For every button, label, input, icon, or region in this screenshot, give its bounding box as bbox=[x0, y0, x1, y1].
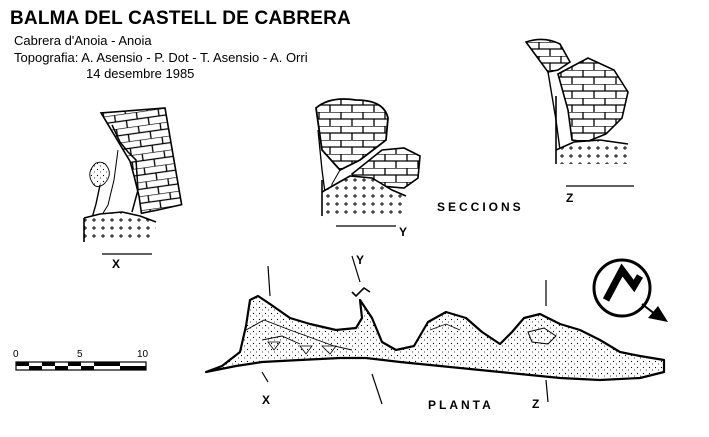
section-z-label: Z bbox=[566, 191, 574, 205]
section-z bbox=[524, 38, 634, 187]
scale-tick-0: 0 bbox=[13, 349, 19, 360]
sections-label: SECCIONS bbox=[437, 200, 524, 214]
section-y-label: Y bbox=[399, 225, 408, 239]
scale-tick-10: 10 bbox=[137, 349, 149, 360]
plan-z-label: Z bbox=[532, 397, 540, 411]
page-title: BALMA DEL CASTELL DE CABRERA bbox=[10, 8, 351, 29]
north-arrow-icon bbox=[592, 258, 668, 322]
plan-label: PLANTA bbox=[428, 398, 494, 412]
plan-y-label: Y bbox=[356, 253, 365, 267]
survey-date: 14 desembre 1985 bbox=[86, 66, 195, 81]
plan-view bbox=[204, 255, 666, 405]
plan-x-label: X bbox=[262, 393, 271, 407]
location-text: Cabrera d'Anoia - Anoia bbox=[14, 33, 152, 48]
scale-bar bbox=[15, 361, 147, 371]
scale-tick-5: 5 bbox=[77, 349, 83, 360]
section-y bbox=[315, 98, 421, 227]
section-x-label: X bbox=[112, 257, 121, 271]
survey-credits: Topografia: A. Asensio - P. Dot - T. Ase… bbox=[14, 50, 308, 65]
section-x bbox=[83, 107, 183, 255]
